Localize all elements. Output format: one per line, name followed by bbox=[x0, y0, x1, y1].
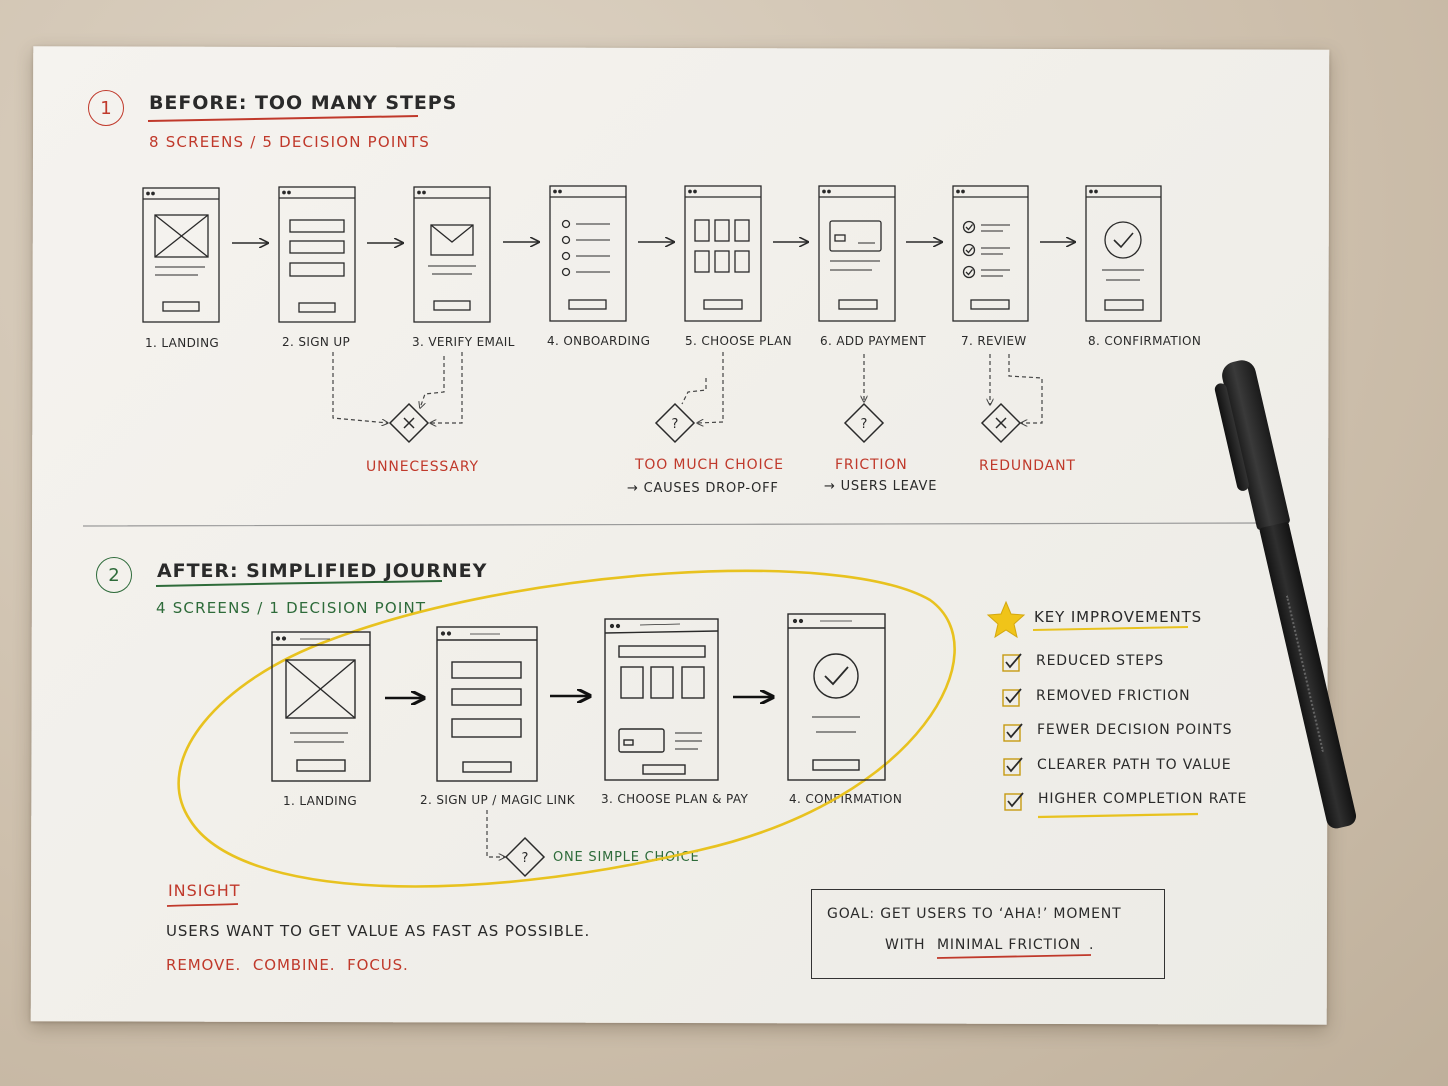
before-screen-1-landing bbox=[142, 187, 220, 323]
star-icon bbox=[986, 600, 1026, 639]
improvement-item-1: Reduced steps bbox=[1036, 653, 1164, 669]
improvement-item-5: Higher completion rate bbox=[1038, 791, 1248, 807]
before-screen-2-signup bbox=[278, 186, 356, 323]
svg-text:?: ? bbox=[522, 851, 529, 866]
improvement-item-3: Fewer decision points bbox=[1037, 722, 1233, 738]
after-screen-label-4: 4. Confirmation bbox=[789, 792, 903, 806]
question-diamond-icon bbox=[843, 402, 885, 444]
before-screen-6-add-payment bbox=[818, 185, 896, 322]
checkbox-icon bbox=[1003, 723, 1023, 742]
svg-text:?: ? bbox=[672, 417, 679, 432]
before-subtitle: 8 screens / 5 decision points bbox=[149, 133, 430, 151]
x-diamond-icon bbox=[388, 402, 430, 444]
before-screen-label-6: 6. Add payment bbox=[820, 334, 927, 348]
insight-actions: Remove. Combine. Focus. bbox=[166, 956, 409, 974]
after-title-underline bbox=[155, 580, 443, 587]
insight-text: Users want to get value as fast as possi… bbox=[166, 922, 591, 940]
goal-line-2-prefix: with bbox=[885, 937, 926, 953]
before-screen-3-verify bbox=[413, 186, 491, 323]
checkbox-icon bbox=[1002, 653, 1022, 672]
checkbox-icon bbox=[1004, 792, 1024, 811]
before-title: Before: Too many steps bbox=[149, 92, 458, 114]
section-divider bbox=[82, 522, 1263, 527]
after-screen-4-confirmation bbox=[787, 613, 886, 781]
goal-line-1: Goal: get users to ‘aha!’ moment bbox=[827, 906, 1122, 922]
after-screen-label-2: 2. Sign up / magic link bbox=[420, 793, 575, 807]
highlight-ellipse bbox=[177, 569, 956, 888]
before-screen-5-choose-plan bbox=[684, 185, 762, 322]
before-screen-label-7: 7. Review bbox=[961, 334, 1027, 348]
after-subtitle: 4 screens / 1 decision point bbox=[156, 599, 427, 617]
after-screen-3-plan-pay bbox=[604, 618, 719, 781]
after-flow-arrows bbox=[385, 696, 773, 698]
decision-label-redundant: Redundant bbox=[979, 458, 1076, 474]
decision-label-friction: Friction bbox=[835, 457, 908, 473]
check-circle-icon bbox=[813, 653, 859, 699]
question-diamond-icon bbox=[654, 402, 696, 444]
after-decision-label: One simple choice bbox=[553, 850, 700, 865]
decision-note-drop-off: → causes drop-off bbox=[627, 481, 779, 496]
before-screen-label-5: 5. Choose plan bbox=[685, 334, 792, 348]
section-1-number: 1 bbox=[88, 90, 124, 126]
before-screen-8-confirmation bbox=[1085, 185, 1162, 322]
checkbox-icon bbox=[1002, 688, 1022, 707]
decision-label-unnecessary: Unnecessary bbox=[366, 459, 479, 475]
decision-note-users-leave: → users leave bbox=[824, 479, 938, 494]
after-screen-2-signup bbox=[436, 626, 538, 782]
improvement-item-2: Removed friction bbox=[1036, 688, 1191, 704]
x-diamond-icon bbox=[980, 402, 1022, 444]
before-screen-4-onboarding bbox=[549, 185, 627, 322]
after-screen-label-1: 1. Landing bbox=[283, 794, 358, 808]
section-2-number: 2 bbox=[96, 557, 132, 593]
before-screen-label-4: 4. Onboarding bbox=[547, 334, 651, 348]
svg-text:?: ? bbox=[861, 417, 868, 432]
before-screen-label-2: 2. Sign up bbox=[282, 335, 351, 349]
before-screen-label-1: 1. Landing bbox=[145, 336, 220, 350]
checkbox-list bbox=[1002, 653, 1024, 811]
after-screen-label-3: 3. Choose plan & pay bbox=[601, 792, 749, 806]
goal-box bbox=[811, 889, 1165, 979]
decision-label-too-much-choice: Too much choice bbox=[635, 457, 784, 473]
question-diamond-icon: ? bbox=[504, 836, 546, 878]
insight-title: Insight bbox=[168, 881, 241, 900]
improvement-item-4: Clearer path to value bbox=[1037, 757, 1232, 773]
before-title-underline bbox=[147, 115, 419, 122]
goal-line-2-suffix: . bbox=[1089, 937, 1095, 953]
goal-line-2-emphasis: minimal friction bbox=[937, 937, 1082, 953]
decision-connectors bbox=[332, 352, 1043, 423]
before-screen-label-3: 3. Verify email bbox=[412, 335, 515, 349]
improvements-title: Key improvements bbox=[1034, 608, 1203, 626]
before-flow-arrows bbox=[232, 242, 1075, 243]
before-screen-7-review bbox=[952, 185, 1029, 322]
checkbox-icon bbox=[1003, 757, 1023, 776]
before-screen-label-8: 8. Confirmation bbox=[1088, 334, 1202, 348]
after-screen-1-landing bbox=[271, 631, 371, 782]
after-title: After: Simplified journey bbox=[157, 560, 488, 582]
